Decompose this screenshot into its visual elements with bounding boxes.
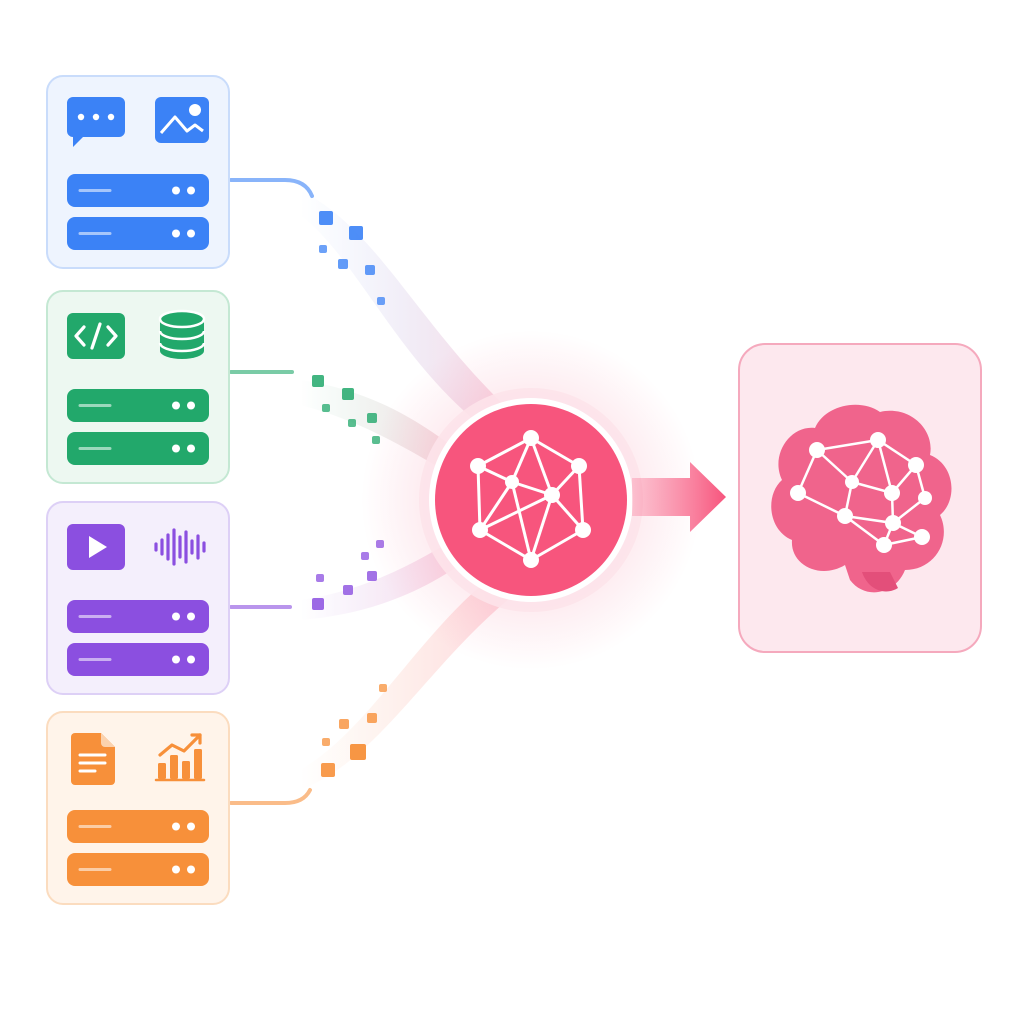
- data-particle: [349, 226, 363, 240]
- source-card-code-database: [46, 290, 230, 484]
- data-particle: [322, 404, 330, 412]
- source-cards: [46, 75, 230, 905]
- neural-network-nodes: [470, 430, 591, 568]
- connector-text-image: [229, 178, 385, 305]
- data-row: [67, 389, 209, 422]
- output-card: [738, 343, 982, 653]
- data-row: [67, 643, 209, 676]
- data-particle: [367, 713, 377, 723]
- data-particle: [339, 719, 349, 729]
- data-particle: [367, 413, 377, 423]
- data-particle: [348, 419, 356, 427]
- data-particle: [322, 738, 330, 746]
- image-icon: [155, 97, 209, 143]
- data-particle: [367, 571, 377, 581]
- chat-bubble-icon: [67, 97, 125, 147]
- brain-network-nodes: [790, 432, 932, 553]
- connector-document-analytics: [229, 684, 387, 805]
- audio-waveform-icon: [154, 528, 206, 566]
- source-card-video-audio: [46, 501, 230, 695]
- play-video-icon: [67, 524, 125, 570]
- source-card-text-image: [46, 75, 230, 269]
- data-row: [67, 600, 209, 633]
- code-icon: [67, 313, 125, 359]
- data-particle: [316, 574, 324, 582]
- data-particle: [338, 259, 348, 269]
- data-particle: [379, 684, 387, 692]
- source-connectors: [229, 178, 387, 805]
- data-particle: [312, 598, 324, 610]
- database-icon: [158, 309, 206, 359]
- source-card-document-analytics: [46, 711, 230, 905]
- bar-chart-icon: [154, 733, 206, 782]
- data-row: [67, 853, 209, 886]
- data-row: [67, 810, 209, 843]
- data-row: [67, 432, 209, 465]
- data-particle: [361, 552, 369, 560]
- data-particle: [312, 375, 324, 387]
- data-row: [67, 217, 209, 250]
- data-particle: [343, 585, 353, 595]
- arrow-right-icon: [632, 462, 726, 532]
- data-row: [67, 174, 209, 207]
- data-particle: [321, 763, 335, 777]
- data-particle: [319, 211, 333, 225]
- data-particle: [342, 388, 354, 400]
- data-particle: [377, 297, 385, 305]
- data-particle: [350, 744, 366, 760]
- fusion-hub: [361, 330, 701, 670]
- data-particle: [365, 265, 375, 275]
- document-icon: [71, 733, 115, 785]
- connector-video-audio: [229, 540, 384, 610]
- data-particle: [319, 245, 327, 253]
